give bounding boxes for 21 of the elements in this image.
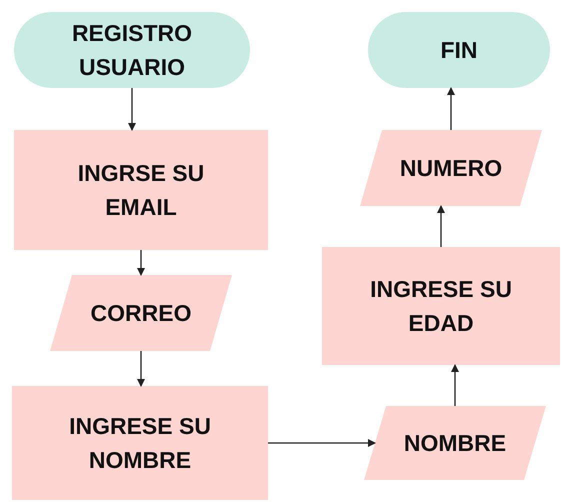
arrow: [268, 439, 376, 447]
node-label: NUMERO: [400, 154, 502, 183]
node-label: FIN: [440, 36, 478, 65]
arrow: [437, 205, 445, 247]
node-label: CORREO: [90, 299, 192, 328]
node-label: INGRESE SU EDAD: [369, 275, 513, 338]
node-label: REGISTRO USUARIO: [70, 19, 194, 82]
node-label: NOMBRE: [404, 429, 506, 458]
process-box: [12, 386, 268, 500]
process-box: [14, 130, 268, 250]
data-parallelogram: [360, 130, 542, 206]
arrow: [447, 87, 455, 130]
arrow: [137, 250, 145, 276]
arrow: [137, 351, 145, 387]
data-parallelogram: [50, 275, 232, 351]
node-label: INGRSE SU EMAIL: [76, 159, 206, 222]
process-box: [322, 247, 560, 365]
arrow: [451, 364, 459, 406]
arrow: [128, 88, 136, 131]
data-parallelogram: [364, 406, 546, 480]
node-label: INGRESE SU NOMBRE: [68, 412, 212, 475]
